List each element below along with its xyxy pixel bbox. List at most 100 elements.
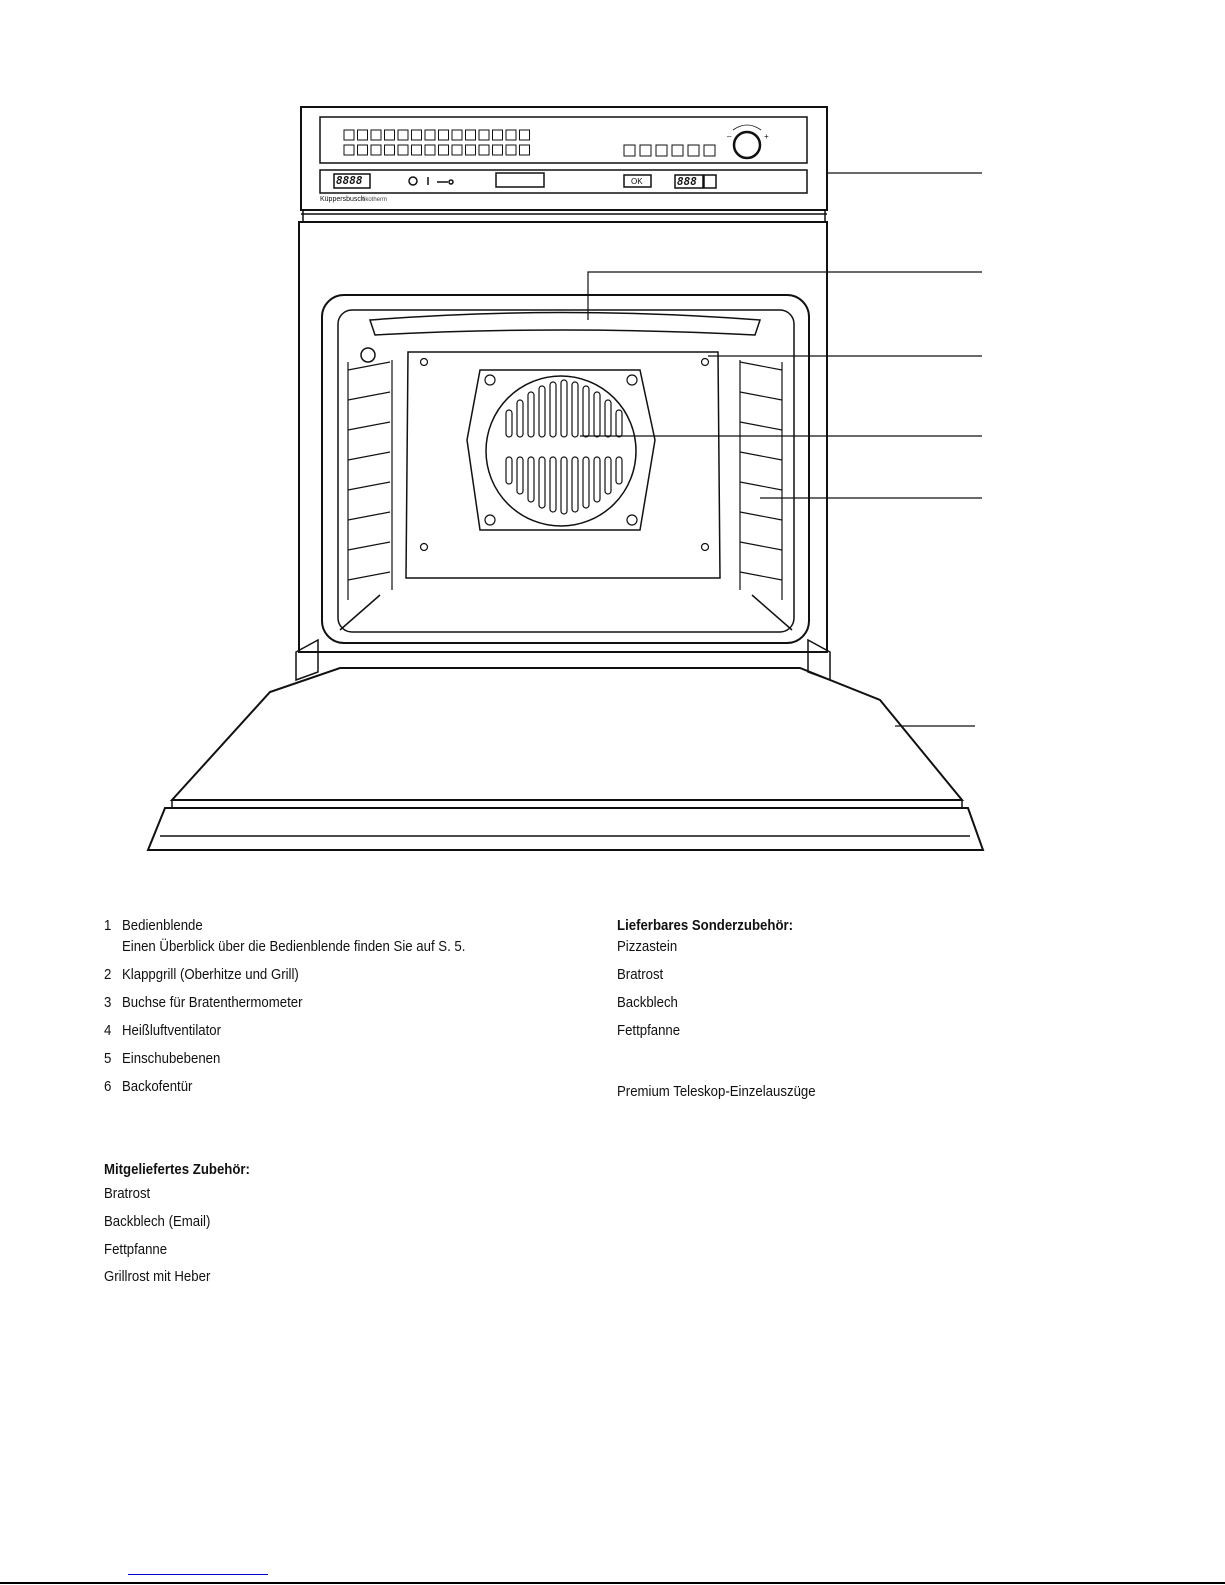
shelf-rail bbox=[739, 361, 783, 371]
shelf-rail bbox=[347, 571, 391, 581]
shelf-rail bbox=[347, 421, 391, 431]
mode-button[interactable] bbox=[451, 129, 463, 141]
list-item: Backblech (Email) bbox=[104, 1213, 211, 1230]
screw-icon bbox=[419, 357, 429, 367]
function-button[interactable] bbox=[639, 144, 652, 157]
back-wall bbox=[405, 351, 721, 579]
rack-frame bbox=[347, 360, 783, 600]
mode-button[interactable] bbox=[370, 129, 382, 141]
fan-slot bbox=[593, 456, 601, 503]
list-item: Bratrost bbox=[617, 966, 664, 983]
mode-button[interactable] bbox=[438, 129, 449, 141]
shelf-rail bbox=[347, 481, 391, 491]
fan-slot bbox=[604, 399, 612, 438]
mode-button[interactable] bbox=[397, 129, 409, 141]
mode-button[interactable] bbox=[343, 129, 355, 141]
fan-slot bbox=[549, 381, 557, 438]
page-link-underline[interactable] bbox=[128, 1574, 268, 1575]
mode-button[interactable] bbox=[492, 144, 503, 156]
optional-title: Lieferbares Sonderzubehör: bbox=[617, 917, 794, 934]
legend-label: Einschubebenen bbox=[122, 1050, 221, 1067]
knob-minus: – bbox=[727, 132, 732, 141]
fan-slot bbox=[516, 456, 524, 495]
fan-slot bbox=[571, 381, 579, 438]
screw-icon bbox=[626, 374, 638, 386]
legend-label: Backofentür bbox=[122, 1078, 193, 1095]
legend-label: Bedienblende bbox=[122, 917, 203, 934]
shelf-rail bbox=[739, 421, 783, 431]
mode-button[interactable] bbox=[424, 129, 436, 141]
mode-button[interactable] bbox=[424, 144, 436, 156]
mode-button[interactable] bbox=[465, 129, 476, 141]
list-item: Fettpfanne bbox=[617, 1022, 681, 1039]
function-button[interactable] bbox=[671, 144, 684, 157]
mode-button[interactable] bbox=[478, 129, 490, 141]
function-button[interactable] bbox=[703, 144, 716, 157]
mode-button[interactable] bbox=[478, 144, 490, 156]
fan-slot bbox=[538, 385, 546, 438]
shelf-rail bbox=[739, 451, 783, 461]
function-button[interactable] bbox=[655, 144, 668, 157]
list-item: Backblech bbox=[617, 994, 678, 1011]
fan-slot bbox=[571, 456, 579, 513]
control-panel bbox=[300, 106, 828, 222]
function-button[interactable] bbox=[687, 144, 700, 157]
legend-label: Klappgrill (Oberhitze und Grill) bbox=[122, 966, 299, 983]
fan-slot bbox=[516, 399, 524, 438]
mode-button[interactable] bbox=[384, 144, 395, 156]
shelf-rail bbox=[347, 361, 391, 371]
fan-slot bbox=[582, 385, 590, 438]
function-button[interactable] bbox=[623, 144, 636, 157]
mode-button[interactable] bbox=[370, 144, 382, 156]
legend-num: 4 bbox=[104, 1022, 112, 1039]
mode-button[interactable] bbox=[357, 129, 368, 141]
screw-icon bbox=[700, 357, 710, 367]
fan-slot bbox=[560, 456, 568, 515]
mode-button[interactable] bbox=[505, 129, 517, 141]
knob-plus: + bbox=[764, 132, 769, 141]
footer-rule bbox=[0, 1582, 1225, 1584]
fan-slot bbox=[549, 456, 557, 513]
legend-num: 1 bbox=[104, 917, 112, 934]
list-item: Bratrost bbox=[104, 1185, 151, 1202]
fan-slot bbox=[604, 456, 612, 495]
mode-button[interactable] bbox=[492, 129, 503, 141]
shelf-rail bbox=[739, 391, 783, 401]
time-display: 8888 bbox=[336, 174, 363, 187]
shelf-rail bbox=[347, 511, 391, 521]
shelf-rail bbox=[347, 391, 391, 401]
screw-icon bbox=[626, 514, 638, 526]
legend-num: 3 bbox=[104, 994, 112, 1011]
shelf-rail bbox=[739, 541, 783, 551]
mode-button[interactable] bbox=[438, 144, 449, 156]
legend-num: 5 bbox=[104, 1050, 112, 1067]
mode-button[interactable] bbox=[465, 144, 476, 156]
mode-button[interactable] bbox=[411, 129, 422, 141]
list-item: Grillrost mit Heber bbox=[104, 1268, 211, 1285]
mode-button[interactable] bbox=[451, 144, 463, 156]
legend-num: 2 bbox=[104, 966, 112, 983]
fan-slot bbox=[582, 456, 590, 509]
list-item: Premium Teleskop-Einzelauszüge bbox=[617, 1083, 816, 1100]
fan-slot bbox=[593, 391, 601, 438]
mode-button[interactable] bbox=[519, 129, 530, 141]
included-title: Mitgeliefertes Zubehör: bbox=[104, 1161, 250, 1178]
shelf-rail bbox=[347, 451, 391, 461]
brand-logo: Küppersbusch bbox=[320, 196, 365, 203]
mode-button[interactable] bbox=[343, 144, 355, 156]
mode-button[interactable] bbox=[384, 129, 395, 141]
mode-button[interactable] bbox=[519, 144, 530, 156]
mode-button[interactable] bbox=[411, 144, 422, 156]
screw-icon bbox=[419, 542, 429, 552]
subbrand: ökotherm bbox=[362, 197, 388, 203]
ok-button[interactable]: OK bbox=[631, 177, 643, 186]
mode-button[interactable] bbox=[357, 144, 368, 156]
oven-body bbox=[298, 221, 828, 653]
screw-icon bbox=[700, 542, 710, 552]
fan-slot bbox=[615, 409, 623, 438]
shelf-rail bbox=[739, 571, 783, 581]
mode-button[interactable] bbox=[397, 144, 409, 156]
mode-button[interactable] bbox=[505, 144, 517, 156]
